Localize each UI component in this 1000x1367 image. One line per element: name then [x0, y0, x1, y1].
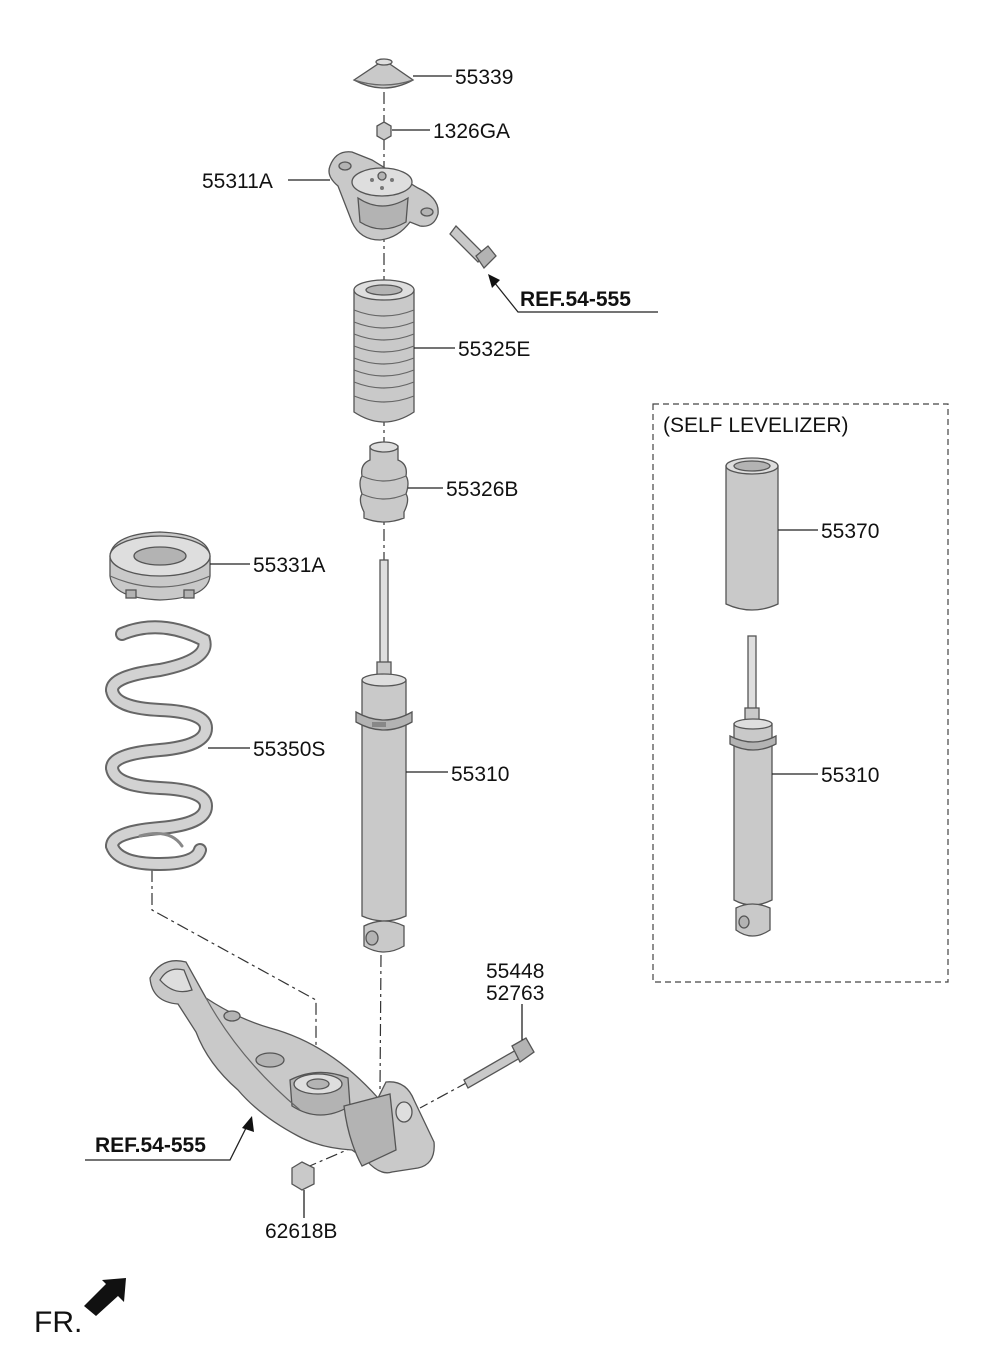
- dust-boot-55325E: [353, 279, 415, 423]
- spring-axis-line: [151, 870, 317, 1085]
- shock-absorber-55310: [355, 559, 413, 953]
- self-levelizer-title: (SELF LEVELIZER): [663, 414, 849, 437]
- nut-axis-line: [304, 1139, 371, 1169]
- lower-control-arm: [149, 960, 435, 1174]
- label-55310-self-levelizer: 55310: [821, 764, 879, 787]
- ref-top-arrow: [488, 274, 500, 288]
- mount-55311A: [328, 151, 439, 241]
- nut-62618B: [291, 1161, 315, 1191]
- label-55339: 55339: [455, 66, 513, 89]
- label-55370: 55370: [821, 520, 879, 543]
- cap-55339: [352, 58, 415, 89]
- label-55310: 55310: [451, 763, 509, 786]
- label-55311A: 55311A: [202, 170, 273, 193]
- label-52763: 52763: [486, 982, 544, 1005]
- shock-absorber-55310-self-levelizer: [729, 635, 777, 937]
- fr-label: FR.: [34, 1306, 82, 1339]
- label-62618B: 62618B: [265, 1220, 337, 1243]
- bolt-55448: [463, 1037, 535, 1089]
- bump-stopper-55326B: [359, 441, 409, 523]
- coil-spring-55350S: [105, 620, 214, 872]
- tube-55370: [725, 457, 779, 611]
- label-55325E: 55325E: [458, 338, 530, 361]
- label-1326GA: 1326GA: [433, 120, 510, 143]
- fr-arrow: [84, 1278, 126, 1316]
- ref-bottom-leader: [85, 1127, 247, 1161]
- label-55448: 55448: [486, 960, 544, 983]
- nut-1326GA: [376, 121, 392, 141]
- label-55331A: 55331A: [253, 554, 325, 577]
- mount-bolt: [449, 225, 497, 270]
- ref-bottom-label: REF.54-555: [95, 1134, 206, 1157]
- bolt-axis-line: [419, 1081, 469, 1109]
- label-55326B: 55326B: [446, 478, 518, 501]
- spring-pad-55331A: [109, 531, 211, 601]
- self-levelizer-box: [652, 403, 949, 983]
- center-axis-lower: [379, 954, 382, 1091]
- ref-top-leader: [493, 281, 658, 313]
- ref-bottom-arrow: [242, 1116, 254, 1132]
- label-55350S: 55350S: [253, 738, 325, 761]
- ref-top-label: REF.54-555: [520, 288, 631, 311]
